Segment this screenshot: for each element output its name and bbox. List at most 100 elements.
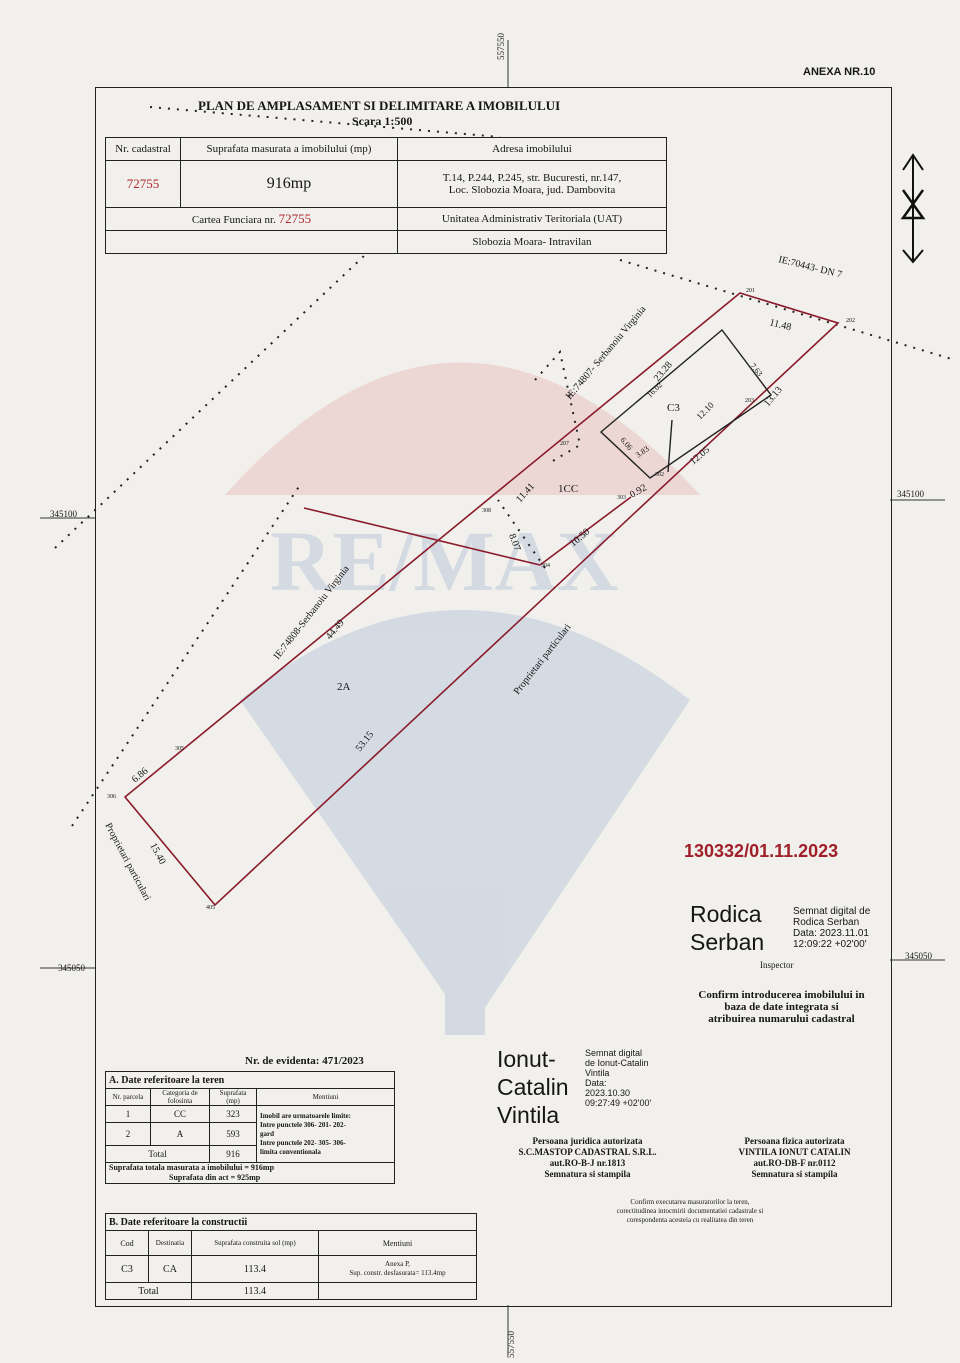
constr-h-area: Suprafata construita sol (mp) xyxy=(191,1230,319,1256)
surveyor-legal-1: Persoana juridica autorizata xyxy=(532,1136,643,1146)
dim-11-48: 11.48 xyxy=(768,317,792,333)
footnote-2: corectitudinea intocmirii documentatiei … xyxy=(616,1207,764,1215)
land-total-label: Total xyxy=(105,1145,210,1163)
header-table: Nr. cadastral Suprafata masurata a imobi… xyxy=(105,137,667,254)
surveyor-name-1: Ionut- xyxy=(497,1046,556,1072)
point-304: 304 xyxy=(541,563,550,569)
constr-notes: Anexa P, Sup. constr. desfasurata= 113.4… xyxy=(318,1255,477,1283)
inspector-confirm: Confirm introducerea imobilului in baza … xyxy=(684,989,879,1025)
land-book-number: 72755 xyxy=(278,211,312,226)
constr-dest: CA xyxy=(148,1255,192,1283)
point-203: 203 xyxy=(745,398,754,404)
label-parcel-cc: 1CC xyxy=(558,483,578,495)
inspector-sign-line-4: 12:09:22 +02'00' xyxy=(793,939,867,950)
map-frame xyxy=(95,87,892,1307)
surveyor-physical: Persoana fizica autorizata VINTILA IONUT… xyxy=(712,1136,877,1180)
annex-label: ANEXA NR.10 xyxy=(803,66,876,78)
registration-number: 130332/01.11.2023 xyxy=(684,841,839,861)
address-line-1: T.14, P.244, P.245, str. Bucuresti, nr.1… xyxy=(442,172,622,184)
surveyor-sign-line-2: de Ionut-Catalin xyxy=(585,1058,649,1068)
inspector-sign-line-2: Rodica Serban xyxy=(793,917,860,928)
surveyor-footnote: Confirm executarea masuratorilor la tere… xyxy=(585,1198,795,1225)
north-arrow-icon xyxy=(900,153,926,264)
point-302: 302 xyxy=(655,472,664,478)
land-h-notes: Mentiuni xyxy=(256,1088,395,1106)
point-405: 405 xyxy=(206,905,215,911)
svg-text:RE/MAX: RE/MAX xyxy=(270,513,619,609)
surveyor-phys-1: Persoana fizica autorizata xyxy=(744,1136,845,1146)
dim-6-86: 6.86 xyxy=(130,766,150,786)
land-row-2-area: 593 xyxy=(209,1122,257,1146)
constr-note-2: Sup. constr. desfasurata= 113.4mp xyxy=(349,1269,446,1277)
neighbour-lines xyxy=(54,106,956,827)
land-notes: Imobil are urmatoarele limite: Intre pun… xyxy=(256,1105,395,1163)
surveyor-phys-2: VINTILA IONUT CATALIN xyxy=(738,1147,851,1157)
surveyor-phys-3: aut.RO-DB-F nr.0112 xyxy=(753,1158,836,1168)
coord-y-left-mid: 345100 xyxy=(50,509,77,519)
plan-title: PLAN DE AMPLASAMENT SI DELIMITARE A IMOB… xyxy=(198,98,561,113)
surveyor-sign-line-6: 09:27:49 +02'00' xyxy=(585,1098,652,1108)
constr-note-1: Anexa P, xyxy=(385,1260,410,1268)
land-h-parcel: Nr. parcela xyxy=(105,1088,151,1106)
surveyor-legal-3: aut.RO-B-J nr.1813 xyxy=(549,1158,626,1168)
surveyor-sign-line-4: Data: xyxy=(585,1078,607,1088)
land-book: Cartea Funciara nr. 72755 xyxy=(105,207,398,231)
land-h-area: Suprafata (mp) xyxy=(209,1088,257,1106)
land-total: 916 xyxy=(209,1145,257,1163)
label-parcel-a: 2A xyxy=(337,681,351,693)
land-note-5: limita conventionala xyxy=(260,1147,321,1156)
map-axis-lines xyxy=(40,40,945,1355)
inspector-role: Inspector xyxy=(760,960,794,970)
land-row-1-no: 1 xyxy=(105,1105,151,1123)
inspector-name-1: Rodica xyxy=(690,901,762,927)
coord-y-right-low: 345050 xyxy=(905,951,932,961)
inspector-digital-sign: Semnat digital de Rodica Serban Data: 20… xyxy=(793,906,870,950)
point-305: 305 xyxy=(175,746,184,752)
land-h-category: Categoria de folosinta xyxy=(150,1088,210,1106)
land-note-3: gard xyxy=(260,1129,274,1138)
land-table: A. Date referitoare la teren Nr. parcela… xyxy=(105,1071,395,1184)
footnote-3: corespondenta acesteia cu realitatea din… xyxy=(626,1216,754,1224)
dim-12-10: 12.10 xyxy=(694,400,716,422)
land-summary-2: Suprafata din act = 925mp xyxy=(169,1173,261,1182)
land-row-1-cat: CC xyxy=(150,1105,210,1123)
empty-cell xyxy=(105,230,398,254)
col-address: Adresa imobilului xyxy=(397,137,667,161)
dim-7-63: 7.63 xyxy=(748,362,764,379)
coord-y-right-mid: 345100 xyxy=(897,489,924,499)
surveyor-legal-4: Semnatura si stampila xyxy=(544,1169,631,1179)
footnote-1: Confirm executarea masuratorilor la tere… xyxy=(630,1198,750,1206)
surveyor-legal: Persoana juridica autorizata S.C.MASTOP … xyxy=(500,1136,675,1180)
surveyor-sign-line-5: 2023.10.30 xyxy=(585,1088,631,1098)
land-note-2: Intre punctele 306- 201- 202- xyxy=(260,1120,346,1129)
surveyor-digital-sign: Semnat digital de Ionut-Catalin Vintila … xyxy=(585,1048,651,1108)
label-building: C3 xyxy=(667,402,680,414)
surveyor-signature: Ionut- Catalin Vintila xyxy=(497,1045,569,1129)
land-book-label: Cartea Funciara nr. xyxy=(191,214,276,226)
inspector-sign-line-3: Data: 2023.11.01 xyxy=(793,928,869,939)
parcel-boundary xyxy=(123,292,840,907)
surveyor-sign-line-1: Semnat digital xyxy=(585,1048,643,1058)
label-south-owner: Proprietari particulari xyxy=(102,821,152,903)
point-202: 202 xyxy=(846,318,855,324)
inspector-confirm-1: Confirm introducerea imobilului in xyxy=(698,989,865,1001)
constr-h-dest: Destinatia xyxy=(148,1230,192,1256)
constr-h-code: Cod xyxy=(105,1230,149,1256)
inspector-name-2: Serban xyxy=(690,929,765,955)
constr-total: 113.4 xyxy=(191,1282,319,1300)
constr-code: C3 xyxy=(105,1255,149,1283)
building-c3-outline xyxy=(599,328,772,479)
land-note-1: Imobil are urmatoarele limite: xyxy=(260,1111,351,1120)
label-ie-road: IE:70443- DN 7 xyxy=(777,254,843,280)
inspector-confirm-3: atribuirea numarului cadastral xyxy=(708,1013,855,1025)
inspector-signature: Rodica Serban xyxy=(690,900,764,956)
point-207: 207 xyxy=(560,441,569,447)
constr-area: 113.4 xyxy=(191,1255,319,1283)
label-ie-north: IE:74807- Serbanoiu Virginia xyxy=(564,304,649,402)
uat-value: Slobozia Moara- Intravilan xyxy=(397,230,667,254)
constr-total-label: Total xyxy=(105,1282,192,1300)
point-306: 306 xyxy=(107,794,116,800)
surveyor-name-2: Catalin xyxy=(497,1074,569,1100)
